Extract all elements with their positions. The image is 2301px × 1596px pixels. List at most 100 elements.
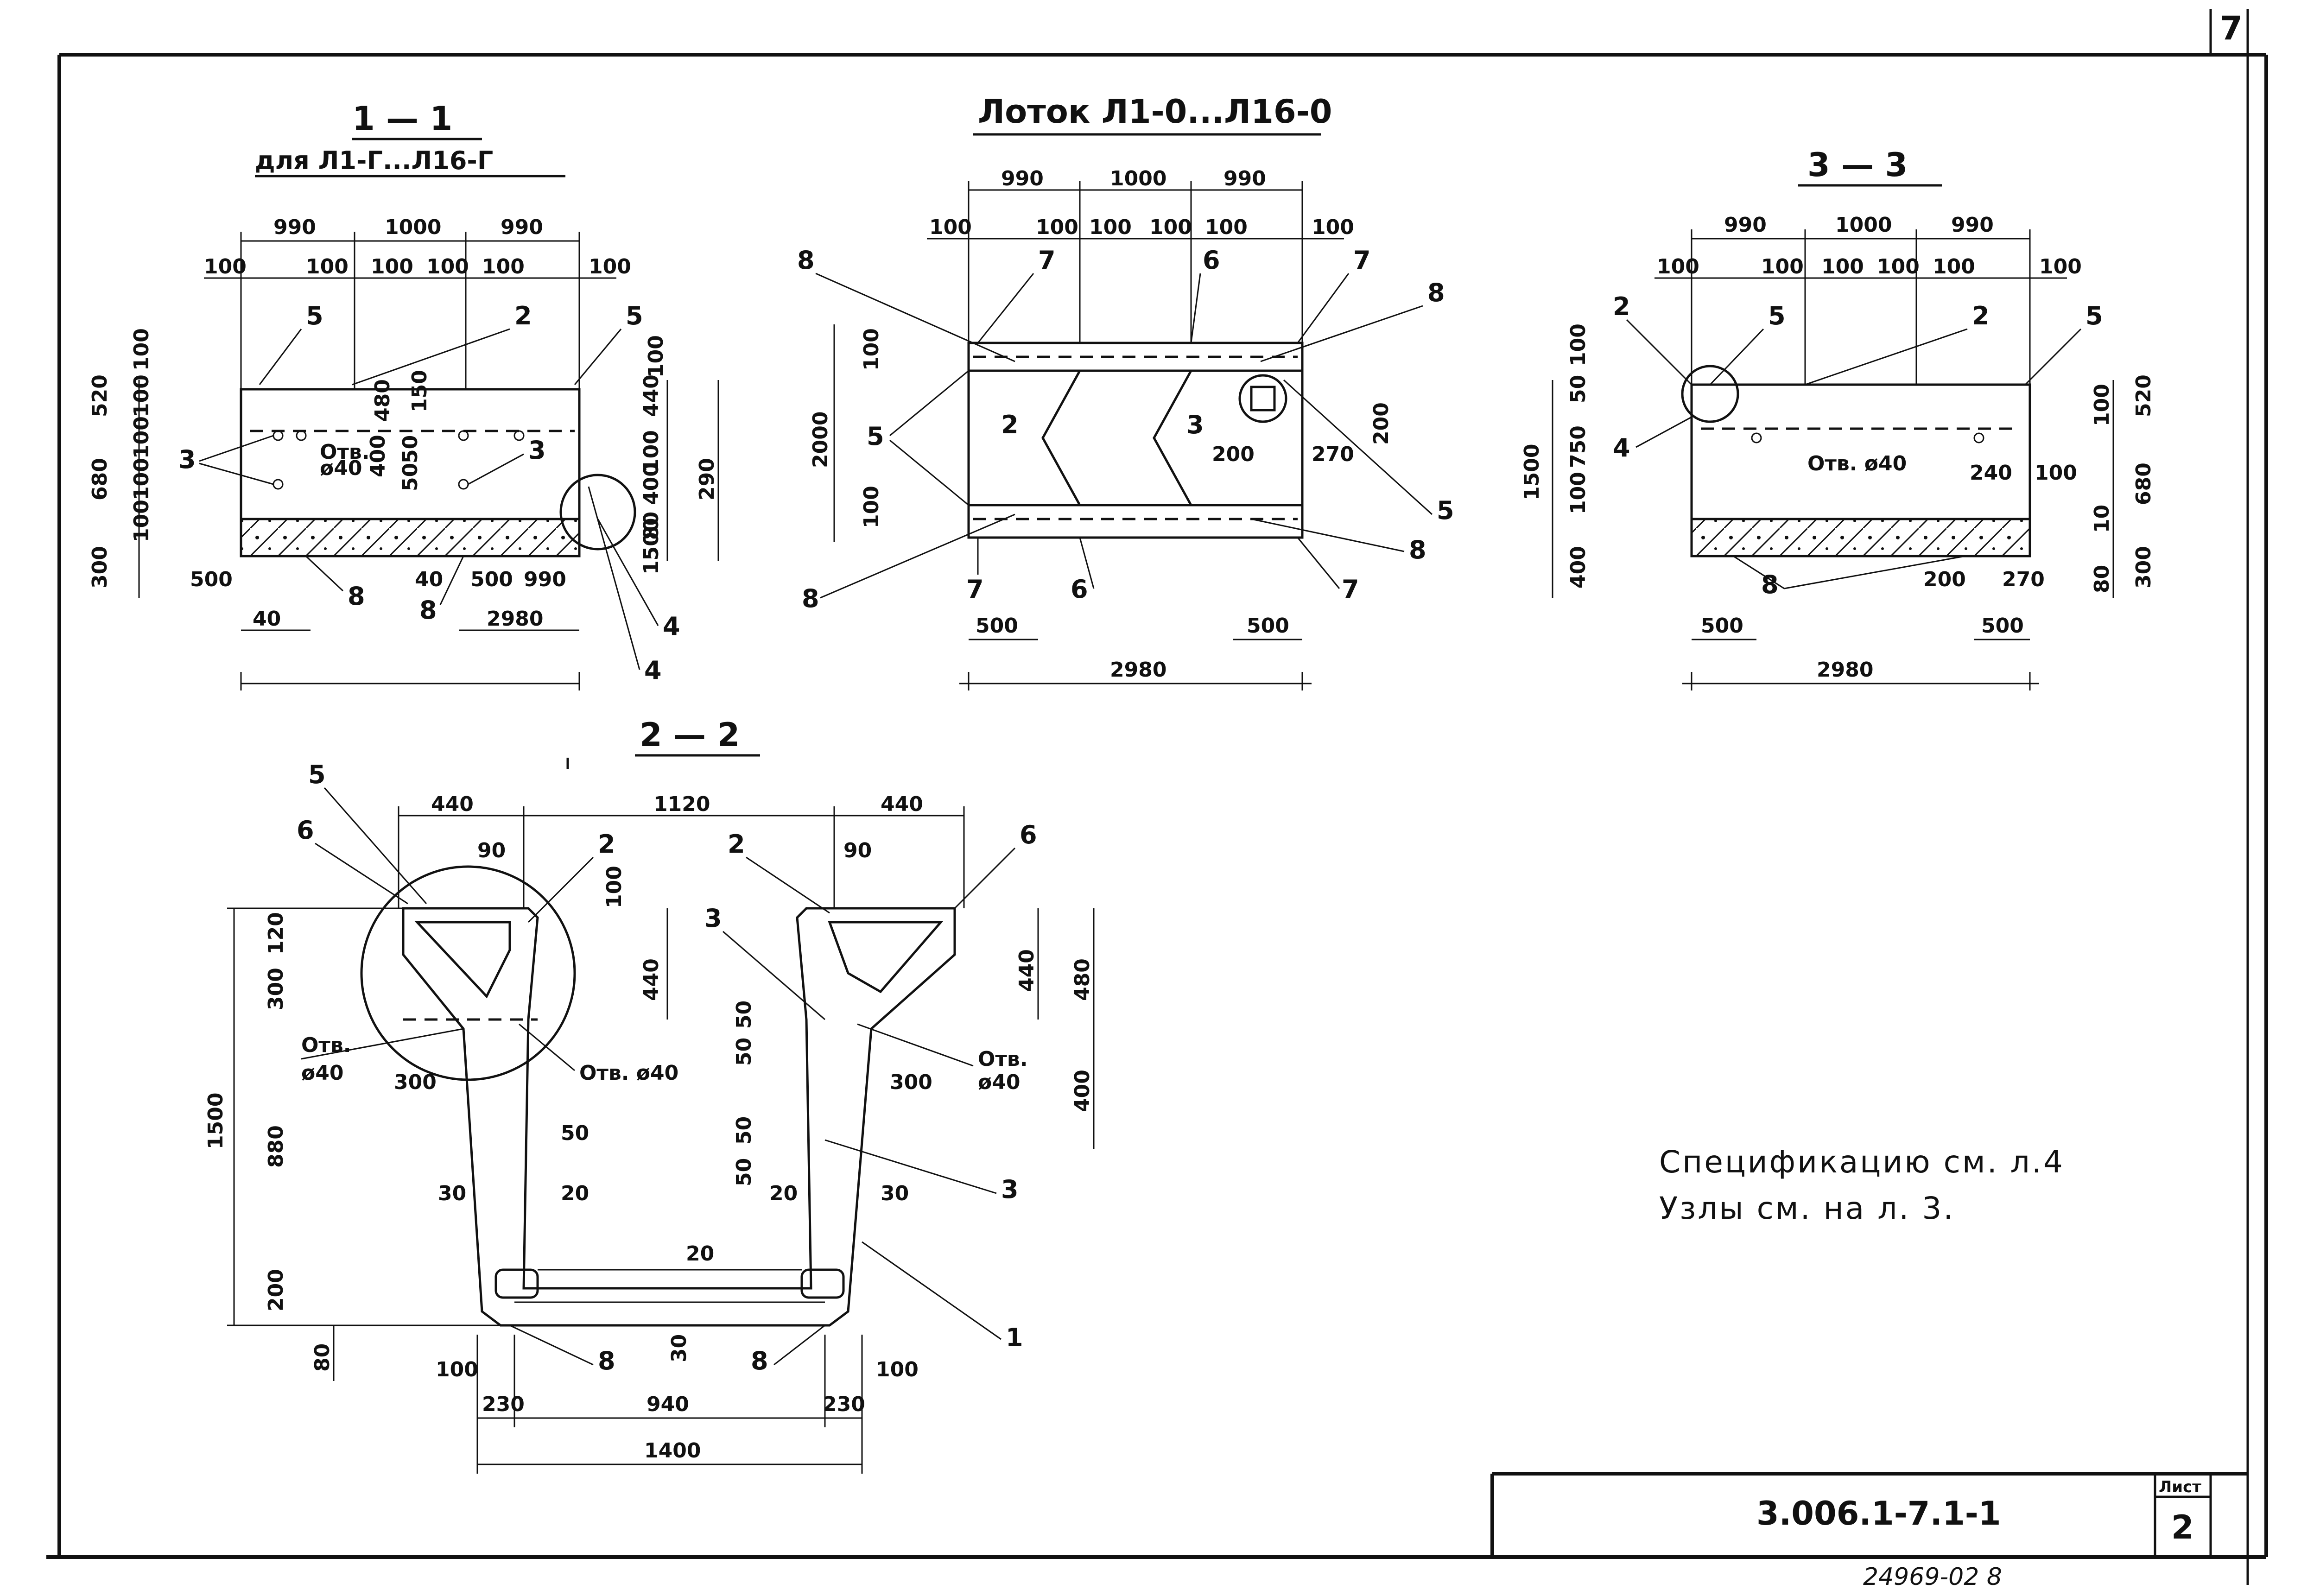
dim: 750 [1566,425,1590,468]
dim: 100 [130,458,153,500]
marker-5: 5 [306,301,323,330]
dim: 30 [438,1182,466,1205]
dim: 100 [130,416,153,459]
marker-8: 8 [598,1346,615,1375]
marker-5: 5 [2085,301,2103,330]
dim: 20 [686,1242,714,1266]
dim: 290 [695,458,719,500]
dim: 50 [1566,375,1590,403]
dim: 200 [1212,443,1255,466]
dim: 200 [1923,568,1966,591]
dim: 1000 [385,215,441,239]
dim: 440 [431,792,474,816]
dim: 520 [2132,374,2155,417]
dim: 30 [881,1182,909,1205]
hole-label: ø40 [301,1061,343,1085]
marker-3: 3 [1001,1175,1019,1204]
section-2-2: 2 — 2 440 1120 440 90 90 100 120 300 880… [204,716,1095,1474]
dim: 100 [1821,255,1864,279]
sheet-number-top: 7 [2220,9,2243,47]
marker-5: 5 [1437,496,1454,525]
marker-4: 4 [644,656,662,685]
marker-2: 2 [1613,292,1630,321]
note-specification: Спецификацию см. л.4 [1659,1144,2065,1180]
marker-5: 5 [308,760,326,789]
dim: 40 [415,568,443,591]
dim: 50 [732,1001,756,1029]
dim: 100 [204,255,247,279]
dim: 10 [2090,505,2114,533]
dim: 100 [1036,215,1078,239]
dim: 2980 [487,607,543,631]
dim: 680 [88,458,112,500]
dim: 100 [640,430,663,473]
dim: 80 [311,1343,334,1372]
dim: 400 [1071,1070,1094,1112]
dim: 500 [976,614,1018,638]
dim: 440 [640,374,663,417]
marker-8: 8 [802,584,819,613]
dim: 50 [399,435,422,463]
dim: 230 [482,1393,525,1416]
dim: 440 [640,958,663,1001]
dim: 990 [1223,167,1266,190]
dim: 100 [2039,255,2082,279]
dim: 100 [371,255,413,279]
section-2-2-title: 2 — 2 [640,716,740,754]
dim: 500 [1981,614,2024,638]
marker-6: 6 [1203,246,1220,275]
dim-total: 1400 [644,1439,701,1463]
dim: 20 [561,1182,589,1205]
marker-3: 3 [1186,410,1204,439]
marker-6: 6 [1020,820,1037,849]
dim: 1000 [1110,167,1166,190]
section-1-1: 1 — 1 для Л1-Г...Л16-Г 990 1000 990 100 … [88,100,719,690]
dim: 100 [1089,215,1132,239]
marker-2: 2 [1001,410,1019,439]
dim: 100 [130,328,153,371]
dim: 100 [1657,255,1699,279]
dim: 100 [1312,215,1354,239]
dim: 240 [1970,461,2012,485]
marker-7: 7 [1353,246,1371,275]
marker-6: 6 [1071,575,1088,604]
dim: 990 [1724,213,1767,237]
dim: 480 [1071,958,1094,1001]
dim: 1500 [1520,444,1544,500]
hole-label: Отв. [301,1033,351,1057]
hole-label: Отв. ø40 [579,1061,678,1085]
dim: 100 [426,255,469,279]
marker-5: 5 [867,422,884,451]
dim: 100 [1761,255,1804,279]
dim: 100 [860,328,883,371]
hole-label: Отв. [978,1047,1027,1071]
dim: 30 [667,1334,691,1362]
dim: 100 [1205,215,1248,239]
dim: 400 [1566,546,1590,589]
dim: 200 [264,1269,288,1311]
marker-8: 8 [1761,570,1779,599]
dim: 50 [732,1038,756,1066]
marker-2: 2 [728,830,745,859]
dim: 100 [876,1358,919,1381]
dim: 100 [1933,255,1975,279]
marker-4: 4 [663,612,680,641]
dim: 1120 [653,792,710,816]
hole-label: ø40 [320,456,362,480]
dim: 80 [2090,565,2114,593]
marker-8: 8 [1427,278,1445,307]
section-1-1-title: 1 — 1 [352,100,452,138]
dim: 50 [732,1158,756,1186]
dim: 100 [1877,255,1920,279]
dim: 500 [1247,614,1289,638]
sheet-number: 2 [2171,1508,2194,1546]
dim: 300 [264,968,288,1010]
dim: 990 [1001,167,1044,190]
marker-7: 7 [1038,246,1056,275]
marker-3: 3 [178,445,196,474]
marker-4: 4 [1613,433,1630,462]
dim: 100 [644,335,668,378]
dim: 50 [561,1121,589,1145]
marker-8: 8 [1409,535,1426,564]
dim: 200 [1369,402,1393,445]
